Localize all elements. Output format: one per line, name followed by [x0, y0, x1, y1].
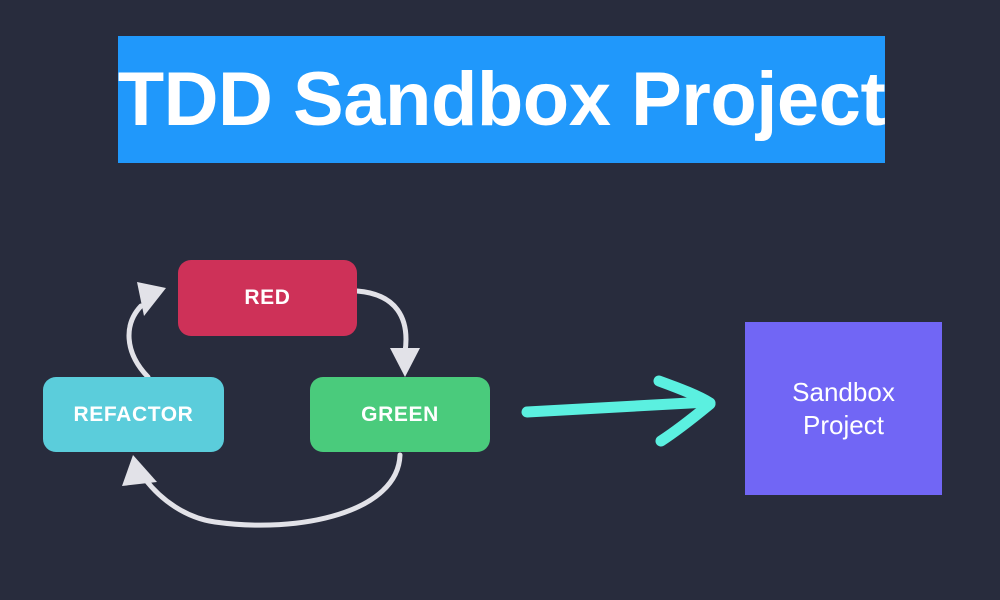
sandbox-project-line-1: Sandbox	[792, 377, 895, 407]
cycle-node-refactor-label: REFACTOR	[73, 402, 194, 426]
arrow-refactor-to-red	[126, 282, 166, 380]
arrow-red-to-green	[354, 288, 420, 377]
cycle-to-sandbox-arrow	[521, 375, 716, 447]
cycle-node-refactor[interactable]: REFACTOR	[43, 377, 224, 452]
arrow-green-to-refactor	[122, 452, 403, 528]
page-title: TDD Sandbox Project	[117, 56, 886, 142]
cycle-node-green[interactable]: GREEN	[310, 377, 490, 452]
sandbox-project-box[interactable]: Sandbox Project	[745, 322, 942, 495]
cycle-node-red-label: RED	[244, 286, 291, 309]
sandbox-project-line-2: Project	[803, 409, 884, 440]
cycle-node-green-label: GREEN	[361, 402, 439, 426]
title-banner: TDD Sandbox Project	[117, 36, 886, 163]
cycle-node-red[interactable]: RED	[178, 260, 357, 336]
